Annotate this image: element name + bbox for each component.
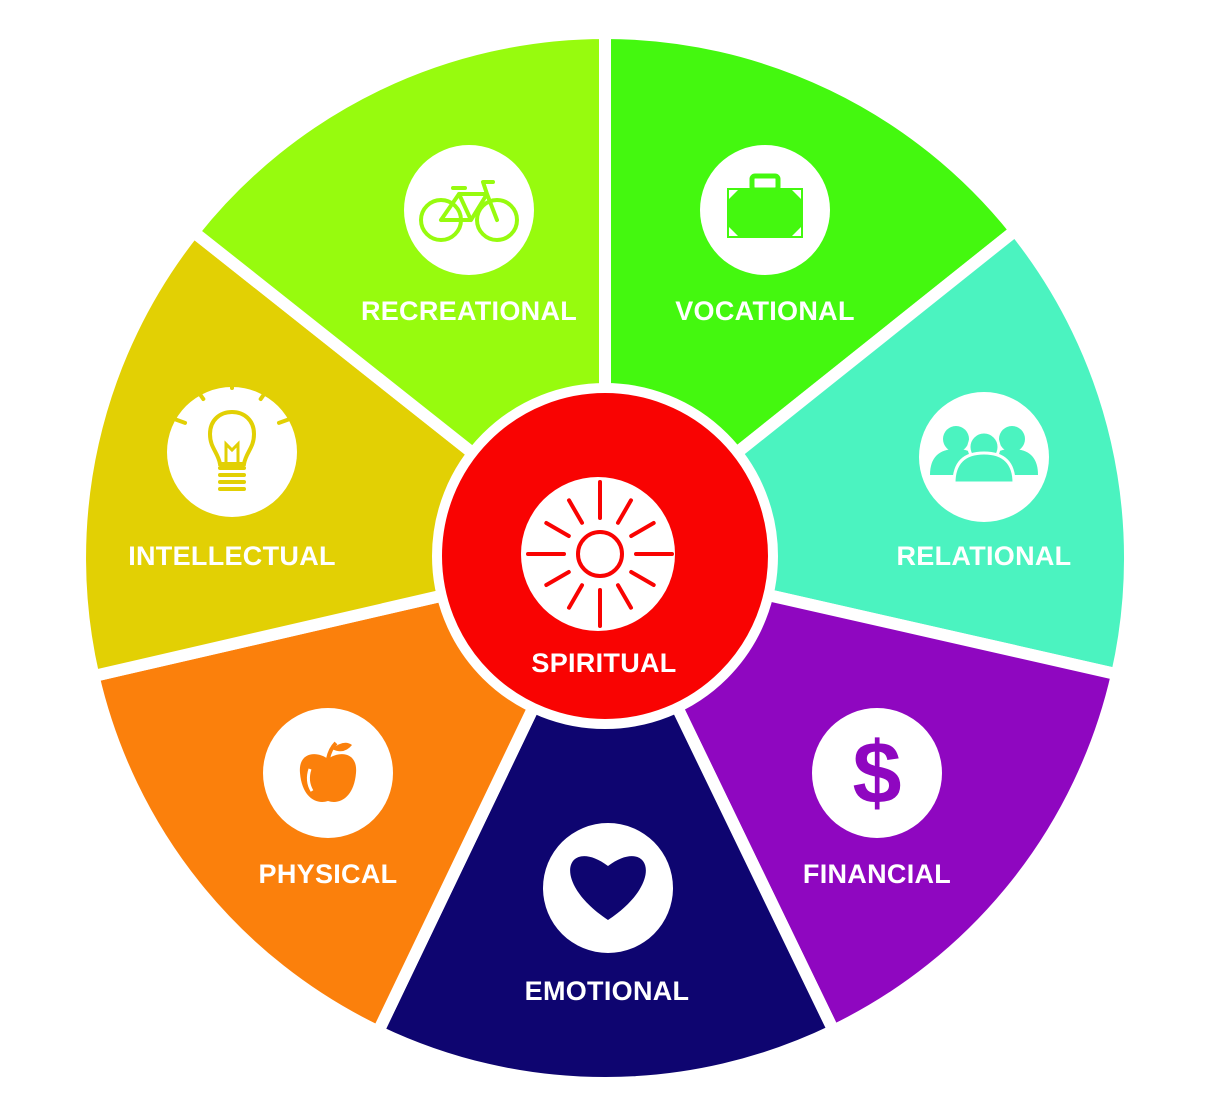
- sun-ray: [629, 570, 656, 587]
- segment-financial: $ FINANCIAL: [594, 549, 1125, 1039]
- center-hub-spiritual: SPIRITUAL: [432, 383, 778, 729]
- segment-financial-label: FINANCIAL: [803, 859, 951, 889]
- dollar-icon: $: [853, 723, 902, 822]
- segment-emotional-wedge: [370, 544, 842, 1089]
- lightbulb-icon: [173, 376, 291, 491]
- segment-physical: PHYSICAL: [86, 549, 616, 1040]
- apple-icon: [299, 741, 357, 802]
- center-icon-circle: [521, 477, 675, 631]
- segment-recreational-label: RECREATIONAL: [361, 296, 577, 326]
- sun-ray: [629, 521, 656, 538]
- segment-intellectual-label: INTELLECTUAL: [128, 541, 336, 571]
- segment-relational-label: RELATIONAL: [897, 541, 1072, 571]
- segment-vocational-label: VOCATIONAL: [675, 296, 855, 326]
- sun-ray: [544, 521, 571, 538]
- segment-physical-label: PHYSICAL: [259, 859, 398, 889]
- sun-ray: [544, 570, 571, 587]
- sun-ray: [567, 583, 584, 610]
- center-label: SPIRITUAL: [531, 648, 676, 678]
- sun-ray: [616, 583, 633, 610]
- sun-ray: [567, 498, 584, 525]
- segment-emotional-label: EMOTIONAL: [525, 976, 690, 1006]
- segment-financial-icon-circle: [812, 708, 942, 838]
- segment-emotional: EMOTIONAL: [370, 544, 842, 1089]
- sun-ray: [616, 498, 633, 525]
- heart-icon: [570, 856, 646, 920]
- segment-recreational-icon-circle: [404, 145, 534, 275]
- people-icon: [930, 426, 1038, 485]
- bicycle-icon: [419, 180, 519, 242]
- briefcase-icon: [727, 173, 803, 238]
- dollar-glyph: $: [853, 723, 902, 822]
- sun-icon: [526, 480, 674, 628]
